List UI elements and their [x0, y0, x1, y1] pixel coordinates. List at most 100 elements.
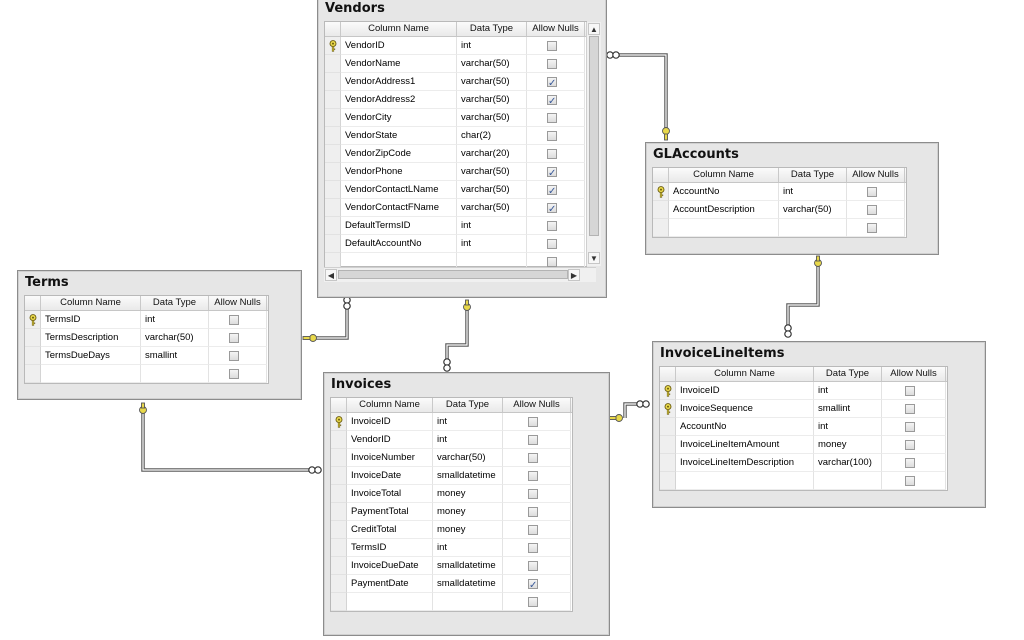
row-selector[interactable]: [325, 145, 341, 163]
data-type-cell[interactable]: varchar(50): [141, 329, 209, 347]
data-type-cell[interactable]: money: [433, 521, 503, 539]
allow-nulls-checkbox[interactable]: [547, 221, 557, 231]
new-column-row[interactable]: [25, 365, 268, 383]
row-selector[interactable]: [325, 163, 341, 181]
column-name-cell[interactable]: InvoiceID: [676, 382, 814, 400]
data-type-cell[interactable]: int: [433, 413, 503, 431]
column-name-cell[interactable]: TermsID: [41, 311, 141, 329]
column-name-cell[interactable]: VendorZipCode: [341, 145, 457, 163]
allow-nulls-checkbox[interactable]: [867, 187, 877, 197]
data-type-cell[interactable]: varchar(50): [457, 199, 527, 217]
column-name-cell[interactable]: InvoiceDate: [347, 467, 433, 485]
allow-nulls-checkbox[interactable]: [528, 507, 538, 517]
allow-nulls-checkbox[interactable]: [528, 577, 538, 592]
data-type-cell[interactable]: varchar(50): [779, 201, 847, 219]
data-type-cell[interactable]: varchar(100): [814, 454, 882, 472]
row-selector[interactable]: [331, 521, 347, 539]
column-name-cell[interactable]: VendorID: [347, 431, 433, 449]
scroll-right-icon[interactable]: ▶: [568, 269, 580, 281]
column-name-cell[interactable]: TermsID: [347, 539, 433, 557]
scroll-thumb[interactable]: [338, 270, 568, 279]
row-selector[interactable]: [325, 199, 341, 217]
allow-nulls-checkbox[interactable]: [905, 422, 915, 432]
row-selector[interactable]: [331, 449, 347, 467]
data-type-cell[interactable]: [433, 593, 503, 611]
allow-nulls-checkbox[interactable]: [547, 41, 557, 51]
allow-nulls-checkbox[interactable]: [905, 458, 915, 468]
data-type-cell[interactable]: int: [141, 311, 209, 329]
allow-nulls-checkbox[interactable]: [867, 205, 877, 215]
data-type-cell[interactable]: money: [814, 436, 882, 454]
allow-nulls-checkbox[interactable]: [547, 59, 557, 69]
column-name-cell[interactable]: TermsDescription: [41, 329, 141, 347]
data-type-cell[interactable]: int: [433, 431, 503, 449]
allow-nulls-checkbox[interactable]: [547, 93, 557, 108]
column-name-cell[interactable]: [676, 472, 814, 490]
column-name-cell[interactable]: [669, 219, 779, 237]
column-name-cell[interactable]: VendorState: [341, 127, 457, 145]
allow-nulls-checkbox[interactable]: [905, 404, 915, 414]
column-name-cell[interactable]: VendorName: [341, 55, 457, 73]
allow-nulls-checkbox[interactable]: [229, 333, 239, 343]
row-selector[interactable]: [331, 539, 347, 557]
allow-nulls-checkbox[interactable]: [547, 131, 557, 141]
row-selector[interactable]: [660, 400, 676, 418]
column-name-cell[interactable]: TermsDueDays: [41, 347, 141, 365]
row-selector[interactable]: [331, 557, 347, 575]
column-name-cell[interactable]: VendorContactLName: [341, 181, 457, 199]
row-selector[interactable]: [660, 418, 676, 436]
column-name-cell[interactable]: DefaultTermsID: [341, 217, 457, 235]
row-selector[interactable]: [653, 219, 669, 237]
column-name-cell[interactable]: InvoiceDueDate: [347, 557, 433, 575]
row-selector[interactable]: [331, 431, 347, 449]
data-type-cell[interactable]: smallint: [814, 400, 882, 418]
column-name-cell[interactable]: VendorID: [341, 37, 457, 55]
data-type-cell[interactable]: smalldatetime: [433, 557, 503, 575]
row-selector[interactable]: [25, 329, 41, 347]
row-selector[interactable]: [325, 91, 341, 109]
new-column-row[interactable]: [660, 472, 947, 490]
new-column-row[interactable]: [653, 219, 906, 237]
column-name-cell[interactable]: InvoiceTotal: [347, 485, 433, 503]
scroll-up-icon[interactable]: ▲: [588, 23, 600, 35]
row-selector[interactable]: [325, 181, 341, 199]
row-selector[interactable]: [331, 593, 347, 611]
column-name-cell[interactable]: PaymentDate: [347, 575, 433, 593]
allow-nulls-checkbox[interactable]: [229, 315, 239, 325]
allow-nulls-checkbox[interactable]: [528, 417, 538, 427]
row-selector[interactable]: [25, 347, 41, 365]
row-selector[interactable]: [325, 217, 341, 235]
column-name-cell[interactable]: InvoiceNumber: [347, 449, 433, 467]
allow-nulls-checkbox[interactable]: [547, 165, 557, 180]
allow-nulls-checkbox[interactable]: [528, 489, 538, 499]
column-name-cell[interactable]: PaymentTotal: [347, 503, 433, 521]
column-name-cell[interactable]: AccountNo: [669, 183, 779, 201]
row-selector[interactable]: [653, 183, 669, 201]
data-type-cell[interactable]: varchar(20): [457, 145, 527, 163]
row-selector[interactable]: [660, 454, 676, 472]
data-type-cell[interactable]: money: [433, 485, 503, 503]
allow-nulls-checkbox[interactable]: [547, 149, 557, 159]
allow-nulls-checkbox[interactable]: [528, 471, 538, 481]
row-selector[interactable]: [331, 503, 347, 521]
allow-nulls-checkbox[interactable]: [547, 239, 557, 249]
allow-nulls-checkbox[interactable]: [528, 453, 538, 463]
